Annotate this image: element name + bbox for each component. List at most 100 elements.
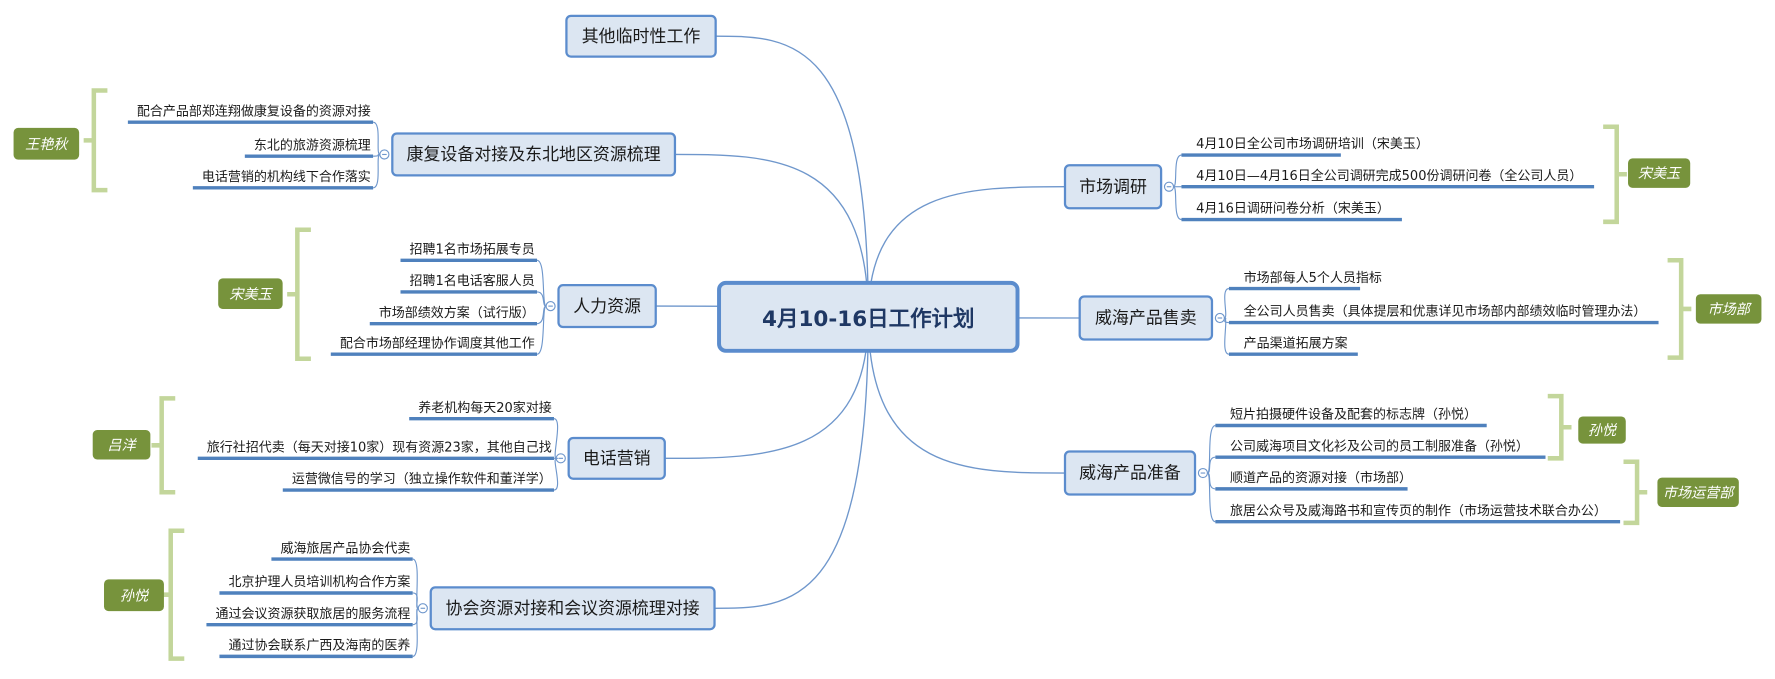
owner-name: 孙悦 bbox=[1588, 423, 1618, 439]
topic-node[interactable]: 其他临时性工作 bbox=[565, 14, 717, 58]
subtopic-label: 电话营销的机构线下合作落实 bbox=[202, 169, 371, 185]
subtopic-item[interactable]: 养老机构每天20家对接 bbox=[409, 400, 559, 459]
subtopic-connector bbox=[553, 418, 559, 459]
subtopic-label: 产品渠道拓展方案 bbox=[1244, 335, 1348, 351]
subtopic-label: 旅居公众号及威海路书和宣传页的制作（市场运营技术联合办公） bbox=[1230, 503, 1607, 519]
connector-line bbox=[715, 35, 869, 317]
subtopic-label: 顺道产品的资源对接（市场部） bbox=[1230, 470, 1412, 486]
topic-node[interactable]: 电话营销 bbox=[567, 436, 666, 480]
subtopic-item[interactable]: 顺道产品的资源对接（市场部） bbox=[1207, 470, 1412, 491]
subtopic-label: 市场部每人5个人员指标 bbox=[1244, 270, 1382, 286]
subtopic-item[interactable]: 威海旅居产品协会代卖 bbox=[271, 541, 419, 609]
owner-label[interactable]: 吕洋 bbox=[92, 430, 151, 460]
topic-node[interactable]: 人力资源 bbox=[557, 284, 657, 329]
subtopic-item[interactable]: 产品渠道拓展方案 bbox=[1223, 317, 1358, 356]
owner-label[interactable]: 王艳秋 bbox=[13, 127, 80, 160]
subtopic-item[interactable]: 市场部绩效方案（试行版） bbox=[369, 305, 547, 326]
subtopic-label: 配合产品部郑连翔做康复设备的资源对接 bbox=[137, 103, 371, 119]
topic-label: 电话营销 bbox=[583, 448, 651, 468]
subtopic-connector bbox=[1172, 154, 1182, 188]
topic-label: 康复设备对接及东北地区资源梳理 bbox=[407, 144, 661, 164]
connector-line bbox=[714, 316, 869, 609]
owner-label[interactable]: 宋美玉 bbox=[218, 278, 283, 309]
owner-name: 市场部 bbox=[1707, 302, 1752, 318]
connector-line bbox=[664, 316, 869, 460]
subtopic-item[interactable]: 通过会议资源获取旅居的服务流程 bbox=[206, 606, 419, 627]
topic-node[interactable]: 市场调研 bbox=[1063, 164, 1163, 210]
subtopic-item[interactable]: 配合产品部郑连翔做康复设备的资源对接 bbox=[127, 103, 381, 156]
subtopic-item[interactable]: 电话营销的机构线下合作落实 bbox=[192, 153, 381, 190]
subtopic-item[interactable]: 全公司人员售卖（具体提层和优惠详见市场部内部绩效临时管理办法） bbox=[1224, 304, 1659, 325]
summary-bracket bbox=[160, 528, 185, 661]
subtopic-label: 运营微信号的学习（独立操作软件和董洋学） bbox=[292, 471, 552, 487]
branch-5: 协会资源对接和会议资源梳理对接威海旅居产品协会代卖北京护理人员培训机构合作方案通… bbox=[104, 528, 716, 661]
subtopic-connector bbox=[372, 153, 381, 189]
subtopic-item[interactable]: 东北的旅游资源梳理 bbox=[244, 137, 380, 158]
subtopic-connector bbox=[536, 259, 547, 307]
subtopic-item[interactable]: 市场部每人5个人员指标 bbox=[1223, 270, 1382, 319]
summary-bracket bbox=[1603, 124, 1627, 225]
subtopic-item[interactable]: 招聘1名电话客服人员 bbox=[400, 273, 547, 307]
subtopic-item[interactable]: 4月16日调研问卷分析（宋美玉） bbox=[1172, 186, 1402, 222]
subtopic-label: 公司威海项目文化衫及公司的员工制服准备（孙悦） bbox=[1230, 438, 1529, 454]
owner-label[interactable]: 市场部 bbox=[1695, 294, 1762, 324]
subtopic-item[interactable]: 运营微信号的学习（独立操作软件和董洋学） bbox=[282, 457, 559, 492]
topic-node[interactable]: 威海产品售卖 bbox=[1078, 295, 1214, 341]
subtopic-item[interactable]: 北京护理人员培训机构合作方案 bbox=[219, 574, 419, 609]
subtopic-label: 招聘1名电话客服人员 bbox=[410, 273, 535, 289]
connector-line bbox=[867, 186, 1066, 317]
topic-label: 市场调研 bbox=[1079, 176, 1147, 196]
subtopic-label: 养老机构每天20家对接 bbox=[418, 400, 551, 416]
subtopic-connector bbox=[372, 121, 381, 156]
subtopic-connector bbox=[1207, 456, 1216, 474]
subtopic-label: 4月16日调研问卷分析（宋美玉） bbox=[1196, 201, 1390, 217]
subtopic-connector bbox=[553, 457, 559, 491]
subtopic-item[interactable]: 招聘1名市场拓展专员 bbox=[400, 241, 547, 307]
owner-name: 市场运营部 bbox=[1663, 485, 1736, 501]
summary-bracket bbox=[83, 88, 108, 193]
subtopic-label: 4月10日—4月16日全公司调研完成500份调研问卷（全公司人员） bbox=[1196, 168, 1582, 184]
subtopic-connector bbox=[1223, 317, 1230, 355]
central-topic[interactable]: 4月10-16日工作计划 bbox=[717, 280, 1020, 353]
branch-4: 电话营销 养老机构每天20家对接旅行社招代卖（每天对接10家）现有资源23家，其他… bbox=[92, 396, 666, 495]
subtopic-item[interactable]: 通过协会联系广西及海南的医养 bbox=[219, 607, 419, 659]
branch-1: 其他临时性工作 bbox=[565, 14, 717, 58]
branch-8: 威海产品准备 短片拍摄硬件设备及配套的标志牌（孙悦） 公司威海项目文化衫及公司的员工… bbox=[1063, 393, 1739, 526]
summary-bracket bbox=[287, 227, 311, 362]
connector-line bbox=[674, 153, 869, 317]
subtopic-connector bbox=[1206, 424, 1216, 474]
subtopic-connector bbox=[1223, 288, 1230, 319]
subtopic-item[interactable]: 配合市场部经理协作调度其他工作 bbox=[330, 305, 547, 356]
subtopic-connector bbox=[1206, 472, 1216, 523]
subtopic-item[interactable]: 旅居公众号及威海路书和宣传页的制作（市场运营技术联合办公） bbox=[1206, 472, 1621, 524]
branch-7: 威海产品售卖 市场部每人5个人员指标全公司人员售卖（具体提层和优惠详见市场部内部绩… bbox=[1078, 258, 1762, 360]
subtopic-item[interactable]: 4月10日—4月16日全公司调研完成500份调研问卷（全公司人员） bbox=[1173, 168, 1595, 189]
subtopic-connector bbox=[412, 592, 419, 609]
subtopic-label: 短片拍摄硬件设备及配套的标志牌（孙悦） bbox=[1230, 407, 1477, 423]
subtopic-item[interactable]: 4月10日全公司市场调研培训（宋美玉） bbox=[1172, 136, 1429, 188]
topic-label: 威海产品售卖 bbox=[1095, 308, 1197, 328]
topic-node[interactable]: 威海产品准备 bbox=[1063, 450, 1197, 496]
owner-label[interactable]: 市场运营部 bbox=[1657, 477, 1739, 507]
subtopic-label: 北京护理人员培训机构合作方案 bbox=[228, 574, 410, 590]
topic-node[interactable]: 协会资源对接和会议资源梳理对接 bbox=[429, 586, 716, 631]
subtopic-connector bbox=[412, 607, 419, 657]
owner-label[interactable]: 宋美玉 bbox=[1628, 158, 1691, 188]
topic-label: 其他临时性工作 bbox=[582, 26, 701, 46]
subtopic-item[interactable]: 旅行社招代卖（每天对接10家）现有资源23家，其他自己找 bbox=[197, 440, 559, 461]
subtopic-label: 配合市场部经理协作调度其他工作 bbox=[340, 335, 535, 351]
subtopic-item[interactable]: 公司威海项目文化衫及公司的员工制服准备（孙悦） bbox=[1207, 438, 1546, 474]
summary-bracket bbox=[151, 396, 176, 495]
branch-2: 康复设备对接及东北地区资源梳理 配合产品部郑连翔做康复设备的资源对接东北的旅游资源… bbox=[13, 88, 677, 193]
subtopic-item[interactable]: 短片拍摄硬件设备及配套的标志牌（孙悦） bbox=[1206, 407, 1487, 474]
owner-name: 宋美玉 bbox=[1638, 166, 1682, 182]
subtopic-connector bbox=[536, 291, 547, 307]
topic-label: 人力资源 bbox=[573, 296, 641, 316]
owner-name: 孙悦 bbox=[120, 588, 150, 604]
connector-line bbox=[867, 316, 1066, 474]
topic-node[interactable]: 康复设备对接及东北地区资源梳理 bbox=[391, 132, 677, 177]
summary-bracket bbox=[1667, 258, 1692, 360]
owner-label[interactable]: 孙悦 bbox=[1578, 416, 1626, 444]
owner-label[interactable]: 孙悦 bbox=[104, 579, 164, 612]
